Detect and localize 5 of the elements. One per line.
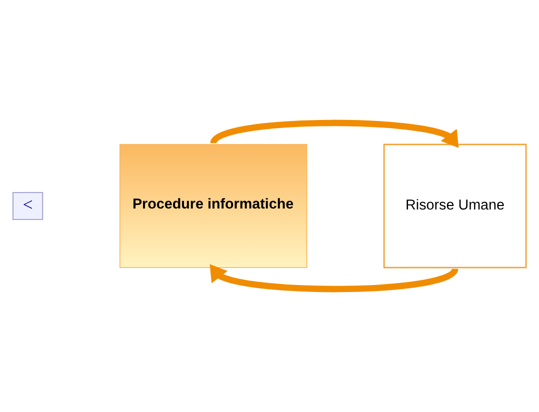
- arrow: [210, 264, 458, 292]
- node-box: Risorse Umane: [383, 144, 527, 268]
- arrow: [210, 120, 459, 148]
- node-box: Procedure informatiche: [119, 144, 308, 268]
- node-box: <: [12, 192, 44, 220]
